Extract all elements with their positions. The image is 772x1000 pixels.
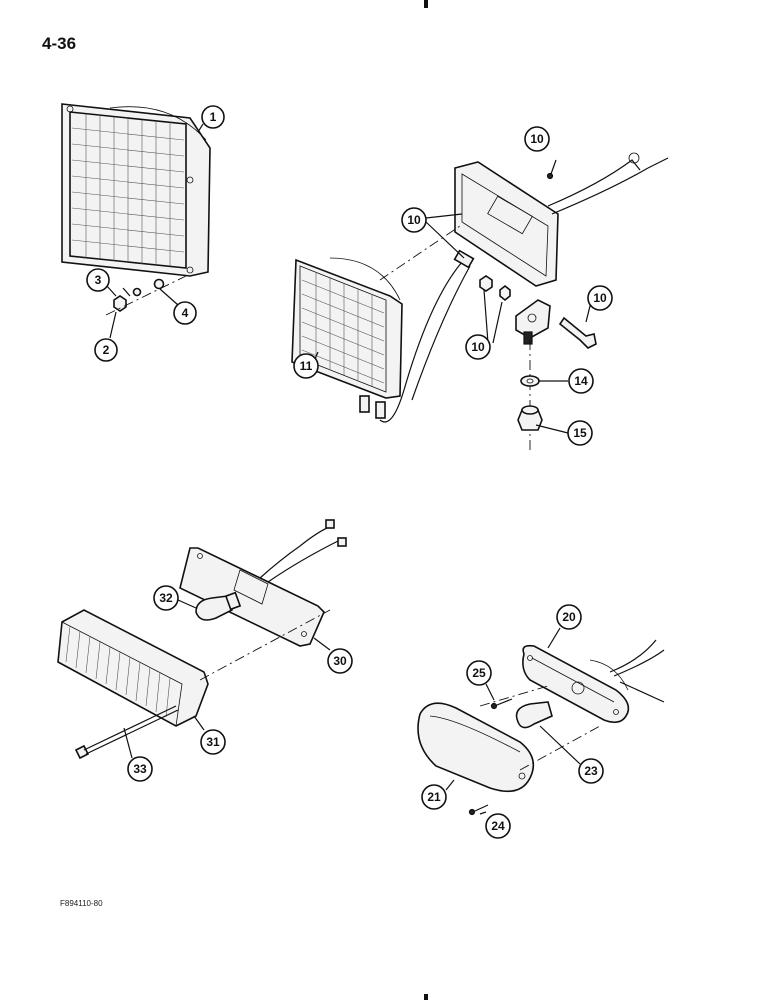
callout-33: 33 (127, 756, 153, 782)
scan-mark-bottom (424, 994, 428, 1000)
callout-15-label: 15 (573, 426, 587, 440)
callout-32-label: 32 (159, 591, 173, 605)
callout-1-label: 1 (210, 110, 217, 124)
callout-10-housing-label: 10 (407, 213, 421, 227)
callout-21-label: 21 (427, 790, 441, 804)
callout-11: 11 (293, 353, 319, 379)
callout-25: 25 (466, 660, 492, 686)
callout-3: 3 (86, 268, 110, 292)
work-lamp-assembly-1 (61, 103, 211, 339)
callout-20: 20 (556, 604, 582, 630)
callout-4: 4 (173, 301, 197, 325)
callout-15: 15 (567, 420, 593, 446)
scan-mark-top (424, 0, 428, 8)
figure-code: F894110-80 (60, 899, 103, 908)
callout-14-label: 14 (574, 374, 588, 388)
callout-10-bolt: 10 (587, 285, 613, 311)
callout-11-label: 11 (300, 359, 313, 373)
oval-lamp-assembly-20 (417, 627, 665, 816)
callout-30-label: 30 (333, 654, 347, 668)
callout-21: 21 (421, 784, 447, 810)
callout-24-label: 24 (491, 819, 505, 833)
callout-4-label: 4 (182, 306, 189, 320)
callout-31: 31 (200, 729, 226, 755)
callout-33-label: 33 (133, 762, 147, 776)
callout-25-label: 25 (472, 666, 486, 680)
callout-32: 32 (153, 585, 179, 611)
callout-1: 1 (201, 105, 225, 129)
callout-10-bolt-label: 10 (593, 291, 607, 305)
callout-23-label: 23 (584, 764, 598, 778)
page-number: 4-36 (42, 34, 77, 53)
headlamp-housing-assembly (291, 152, 669, 450)
callout-24: 24 (485, 813, 511, 839)
callout-14: 14 (568, 368, 594, 394)
callout-10-housing: 10 (401, 207, 427, 233)
callout-30: 30 (327, 648, 353, 674)
callout-2-label: 2 (103, 343, 110, 357)
callout-23: 23 (578, 758, 604, 784)
callout-10-screw: 10 (524, 126, 550, 152)
callout-31-label: 31 (206, 735, 220, 749)
tail-lamp-assembly-30 (57, 519, 347, 760)
callout-10-nuts-label: 10 (471, 340, 485, 354)
callout-10-nuts: 10 (465, 334, 491, 360)
callout-3-label: 3 (95, 273, 102, 287)
callout-20-label: 20 (562, 610, 576, 624)
callout-10-screw-label: 10 (530, 132, 544, 146)
callout-2: 2 (94, 338, 118, 362)
